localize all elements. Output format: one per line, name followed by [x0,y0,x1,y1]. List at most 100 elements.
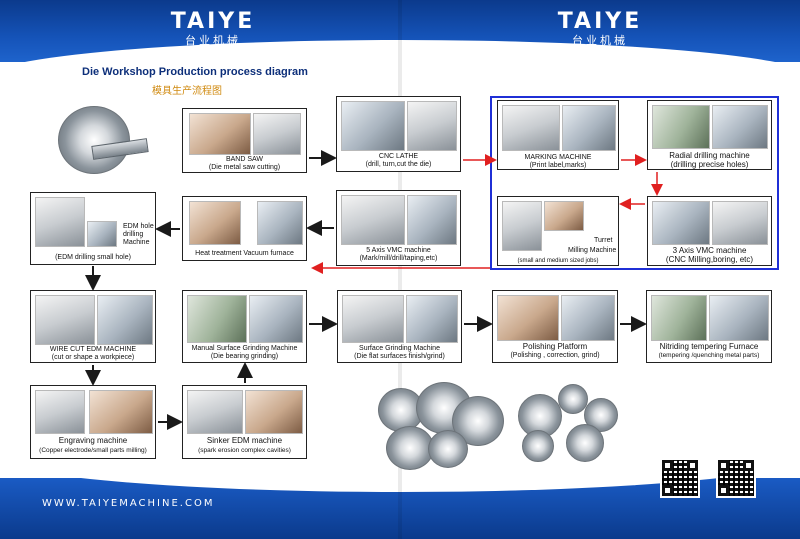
step-desc: (small and medium sized jobs) [517,258,599,264]
logo-left: TAIYE 台业机械 [158,10,268,52]
polishing-photo [497,295,559,341]
engraving-photo [35,390,85,434]
vmc5-photo [341,195,405,245]
step-polishing: Polishing Platform (Polishing , correcti… [492,290,618,363]
step-desc: (Print label,marks) [529,162,587,169]
step-title: 5 Axis VMC machine [366,247,431,254]
step-desc: (Die flat surfaces finish/grind) [354,353,445,360]
step-surface-grinding: Surface Grinding Machine (Die flat surfa… [337,290,462,363]
sinker-photo [187,390,243,434]
die-disk [584,398,618,432]
cnc-lathe-detail-photo [407,101,457,151]
step-title: Turret [594,237,613,244]
step-turret-milling: Turret Milling Machine (small and medium… [497,196,619,266]
dies-product-display [372,378,642,473]
step-desc: (Copper electrode/small parts milling) [39,447,147,454]
qr-finder [687,460,698,471]
step-desc: (CNC Milling,boring, etc) [665,255,754,264]
step-wire-cut-edm: WIRE CUT EDM MACHINE (cut or shape a wor… [30,290,156,363]
logo-right: TAIYE 台业机械 [545,10,655,52]
nitriding-detail-photo [709,295,769,341]
step-desc: (drill, turn,cut the die) [365,161,432,168]
die-disk [566,424,604,462]
die-disk [58,106,130,174]
qr-finder [718,460,729,471]
polishing-detail-photo [561,295,615,341]
vmc3-detail-photo [712,201,768,245]
step-desc: (Die metal saw cutting) [208,164,281,171]
logo-text-en: TAIYE [170,9,256,34]
die-disk [558,384,588,414]
step-title: EDM hole [123,223,154,230]
turret-photo [502,201,542,251]
surface-grinder-photo [342,295,404,343]
wire-cut-detail-photo [97,295,153,345]
step-desc: (spark erosion complex cavities) [198,447,291,454]
step-3-axis-vmc: 3 Axis VMC machine (CNC Milling,boring, … [647,196,772,266]
step-marking: MARKING MACHINE (Print label,marks) [497,100,619,170]
step-title: Machine [123,239,150,246]
step-desc: (Die bearing grinding) [210,353,279,360]
step-title: BAND SAW [225,156,264,163]
step-title: Nitriding tempering Furnace [659,342,759,351]
qr-finder [662,460,673,471]
manual-grinder-photo [187,295,247,343]
step-engraving: Engraving machine (Copper electrode/smal… [30,385,156,459]
furnace-photo [189,201,241,245]
step-nitriding: Nitriding tempering Furnace (tempering /… [646,290,772,363]
nitriding-photo [651,295,707,341]
step-title: Surface Grinding Machine [359,345,440,352]
step-desc: (Polishing , correction, grind) [510,352,600,359]
die-disk [522,430,554,462]
step-edm-hole-drilling: EDM hole drilling Machine (EDM drilling … [30,192,156,265]
qr-finder [718,485,729,496]
step-title: MARKING MACHINE [524,154,592,161]
qr-code[interactable] [660,458,700,498]
edm-hole-photo [35,197,85,247]
radial-drill-photo [652,105,710,149]
step-desc: (tempering /quenching metal parts) [658,352,760,359]
manual-grinder-detail-photo [249,295,303,343]
marking-detail-photo [562,105,616,151]
website-url[interactable]: WWW.TAIYEMACHINE.COM [42,498,215,509]
wire-cut-photo [35,295,95,345]
step-desc: (Mark/mill/drill/taping,etc) [359,255,438,262]
radial-drill-detail-photo [712,105,768,149]
step-title: drilling [123,231,144,238]
engraving-detail-photo [89,390,153,434]
step-title: 3 Axis VMC machine [672,246,747,255]
step-title: WIRE CUT EDM MACHINE [49,346,137,353]
marking-photo [502,105,560,151]
step-desc: (drilling precise holes) [670,160,749,169]
page-fold [398,0,402,539]
machining-group-frame [490,96,779,270]
turret-detail-photo [544,201,584,231]
band-saw-photo [189,113,251,155]
logo-text-cn: 台业机械 [572,35,628,47]
cnc-lathe-photo [341,101,405,151]
logo-text-en: TAIYE [557,9,643,34]
step-title: Polishing Platform [522,342,588,351]
logo-text-cn: 台业机械 [185,35,241,47]
vmc3-photo [652,201,710,245]
step-title: Manual Surface Grinding Machine [191,345,298,352]
die-disk [386,426,434,470]
die-product-photo [52,98,152,178]
step-5-axis-vmc: 5 Axis VMC machine (Mark/mill/drill/tapi… [336,190,461,266]
qr-finder [662,485,673,496]
step-band-saw: BAND SAW (Die metal saw cutting) [182,108,307,173]
diagram-title-cn: 模具生产流程图 [152,86,222,97]
step-cnc-lathe: CNC LATHE (drill, turn,cut the die) [336,96,461,172]
die-disk [428,430,468,468]
edm-hole-detail-photo [87,221,117,247]
diagram-title: Die Workshop Production process diagram [82,66,308,78]
step-sinker-edm: Sinker EDM machine (spark erosion comple… [182,385,307,459]
sinker-detail-photo [245,390,303,434]
qr-code[interactable] [716,458,756,498]
step-title: Heat treatment Vacuum furnace [195,250,294,257]
step-title: Sinker EDM machine [206,436,283,445]
step-title: Engraving machine [58,436,128,445]
vacuum-furnace-photo [257,201,303,245]
step-title: Radial drilling machine [669,151,750,160]
